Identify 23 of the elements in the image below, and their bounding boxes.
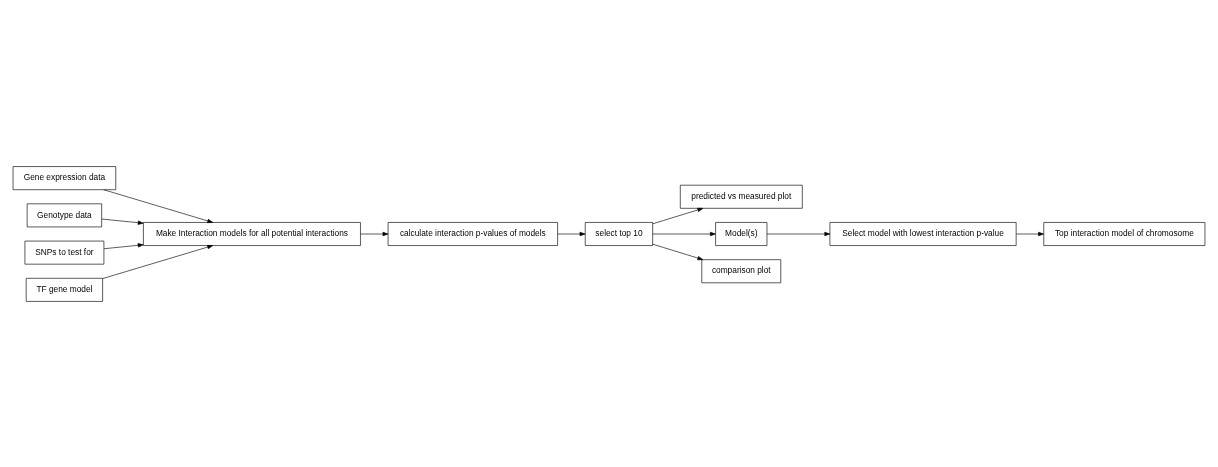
node-box: TF gene model [25,277,103,302]
node-box: predicted vs measured plot [679,184,803,209]
node-box: Genotype data [26,203,102,227]
node-box: select top 10 [584,221,653,246]
node-box: Gene expression data [12,165,117,190]
arrow [652,207,704,224]
arrow [103,242,144,249]
node-box: Top interaction model of chromosome [1043,221,1206,246]
arrow [360,231,389,236]
node-box: SNPs to test for [24,240,105,264]
node-box: calculate interaction p-values of models [387,221,558,246]
arrow [1016,231,1044,236]
arrow [103,188,214,223]
arrow [102,244,213,279]
arrow [557,231,586,236]
node-box: comparison plot [701,258,782,283]
arrow [652,231,716,236]
arrow [101,218,144,225]
arrow [652,243,704,260]
node-box: Model(s) [715,221,768,246]
arrow [766,231,831,236]
node-box: Make Interaction models for all potential interactions [143,221,361,246]
node-box: Select model with lowest interaction p-value [829,221,1017,246]
